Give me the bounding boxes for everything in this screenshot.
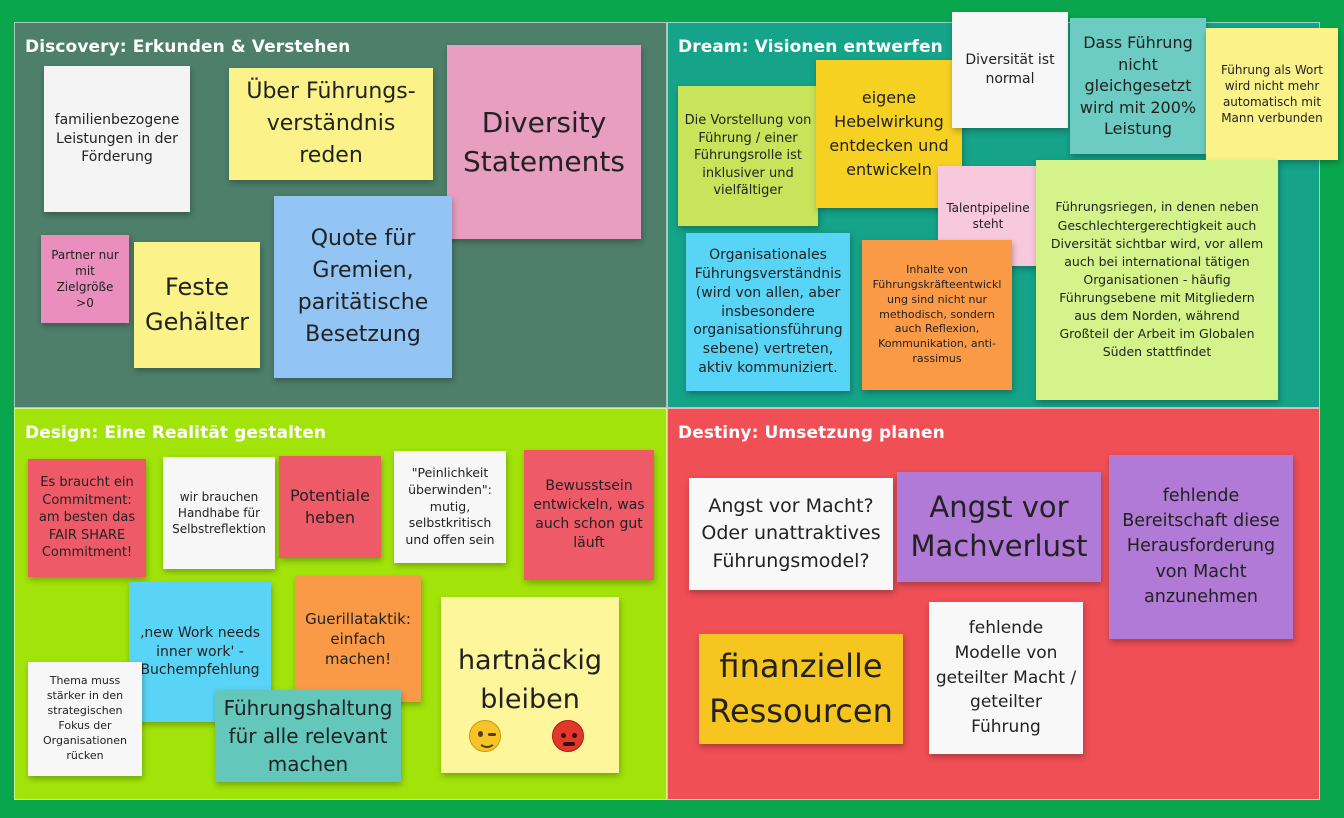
sticky-note[interactable]: familienbezogene Leistungen in der Förde…: [44, 66, 190, 212]
sticky-note[interactable]: Organisationales Führungsverständnis (wi…: [686, 233, 850, 391]
sticky-note[interactable]: Es braucht ein Commitment: am besten das…: [28, 459, 146, 577]
sticky-note[interactable]: hartnäckig bleiben: [441, 597, 619, 773]
sticky-note[interactable]: Inhalte von Führungskräfteentwickl ung s…: [862, 240, 1012, 390]
sticky-note[interactable]: fehlende Bereitschaft diese Herausforder…: [1109, 455, 1293, 639]
sticky-note[interactable]: Angst vor Machverlust: [897, 472, 1101, 582]
dream-title: Dream: Visionen entwerfen: [678, 37, 943, 57]
sticky-note[interactable]: Angst vor Macht? Oder unattraktives Führ…: [689, 478, 893, 590]
angry-face-emoji-icon: [552, 720, 584, 752]
eye-icon: [561, 733, 566, 738]
sticky-note[interactable]: Die Vorstellung von Führung / einer Führ…: [678, 86, 818, 226]
sticky-note[interactable]: Partner nur mit Zielgröße >0: [41, 235, 129, 323]
sticky-note[interactable]: Quote für Gremien, paritätische Besetzun…: [274, 196, 452, 378]
sticky-note[interactable]: Diversity Statements: [447, 45, 641, 239]
sticky-note[interactable]: Diversität ist normal: [952, 12, 1068, 128]
sticky-note[interactable]: Dass Führung nicht gleichgesetzt wird mi…: [1070, 18, 1206, 154]
sticky-note[interactable]: "Peinlichkeit überwinden": mutig, selbst…: [394, 451, 506, 563]
mouth-icon: [478, 732, 496, 748]
sticky-note[interactable]: Führungsriegen, in denen neben Geschlech…: [1036, 160, 1278, 400]
sticky-note[interactable]: Potentiale heben: [279, 456, 381, 558]
sticky-note[interactable]: Bewusstsein entwickeln, was auch schon g…: [524, 450, 654, 580]
sticky-note[interactable]: Über Führungs- verständnis reden: [229, 68, 433, 180]
sticky-note[interactable]: finanzielle Ressourcen: [699, 634, 903, 744]
eye-icon: [572, 733, 577, 738]
destiny-title: Destiny: Umsetzung planen: [678, 423, 945, 443]
sticky-note[interactable]: Guerillataktik: einfach machen!: [295, 576, 421, 702]
sticky-note[interactable]: Feste Gehälter: [134, 242, 260, 368]
sticky-note[interactable]: fehlende Modelle von geteilter Macht / g…: [929, 602, 1083, 754]
sticky-note[interactable]: eigene Hebelwirkung entdecken und entwic…: [816, 60, 962, 208]
winking-face-emoji-icon: [469, 720, 501, 752]
sticky-note[interactable]: Führung als Wort wird nicht mehr automat…: [1206, 28, 1338, 160]
design-title: Design: Eine Realität gestalten: [25, 423, 327, 443]
sticky-note[interactable]: wir brauchen Handhabe für Selbstreflekti…: [163, 457, 275, 569]
mouth-icon: [563, 742, 575, 746]
sticky-note[interactable]: Thema muss stärker in den strategischen …: [28, 662, 142, 776]
sticky-note[interactable]: Führungshaltung für alle relevant machen: [215, 690, 401, 782]
discovery-title: Discovery: Erkunden & Verstehen: [25, 37, 351, 57]
